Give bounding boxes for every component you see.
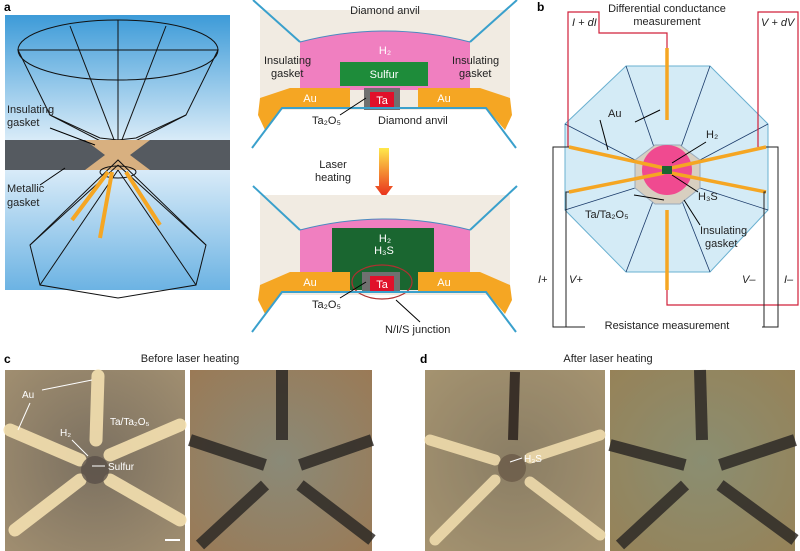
h3s-b-label: H₃S bbox=[698, 191, 718, 203]
gasket-right-label-2: gasket bbox=[459, 68, 491, 80]
photo-h3s-label: H₃S bbox=[524, 454, 542, 465]
photo-before-1 bbox=[3, 369, 187, 551]
diff-conductance-label-2: measurement bbox=[633, 16, 700, 28]
laser-label-2: heating bbox=[315, 172, 351, 184]
cell-before-heating bbox=[251, 0, 518, 149]
au-label: Au bbox=[608, 108, 621, 120]
photo-before-2 bbox=[188, 370, 376, 551]
insulating-gasket-arrow bbox=[49, 127, 96, 146]
electrode-layout-diagram bbox=[552, 11, 799, 328]
nis-junction-label: N/I/S junction bbox=[385, 324, 450, 336]
insulating-gasket-label-2: gasket bbox=[7, 117, 39, 129]
h2-label: H₂ bbox=[379, 45, 391, 57]
junction-arrow bbox=[395, 299, 421, 323]
v-minus-label: V– bbox=[742, 274, 756, 286]
ta-ta2o5-b-label: Ta/Ta₂O₅ bbox=[585, 209, 629, 221]
laser-heating-arrow bbox=[375, 148, 393, 198]
v-dv-label: V + dV bbox=[761, 17, 796, 29]
ta-label: Ta bbox=[376, 95, 389, 107]
diamond-anvil-cell-drawing bbox=[5, 15, 230, 299]
h3s-photo-arrow bbox=[509, 457, 523, 463]
au-arrow-2 bbox=[17, 402, 31, 431]
ta2o5-label: Ta₂O₅ bbox=[312, 115, 341, 127]
ta2o5-arrow bbox=[339, 97, 367, 116]
photo-h2-label: H₂ bbox=[60, 428, 71, 439]
gasket-right-label-1: Insulating bbox=[452, 55, 499, 67]
resistance-measurement-label: Resistance measurement bbox=[605, 320, 730, 332]
panel-label-b: b bbox=[537, 0, 544, 14]
h2-after-label: H₂ bbox=[379, 233, 391, 245]
cell-after-heating bbox=[251, 185, 518, 333]
metallic-gasket-label-1: Metallic bbox=[7, 183, 45, 195]
diamond-anvil-bottom-label: Diamond anvil bbox=[378, 115, 448, 127]
au-left-label: Au bbox=[303, 93, 316, 105]
h2-photo-arrow bbox=[71, 439, 89, 457]
after-heating-title: After laser heating bbox=[563, 353, 652, 365]
panel-label-c: c bbox=[4, 352, 11, 366]
v-plus-label: V+ bbox=[569, 274, 583, 286]
insulating-gasket-b-label-1: Insulating bbox=[700, 225, 747, 237]
insulating-gasket-label-1: Insulating bbox=[7, 104, 54, 116]
gasket-left-label-1: Insulating bbox=[264, 55, 311, 67]
au-arrow bbox=[41, 379, 93, 391]
photo-sulfur-label: Sulfur bbox=[108, 462, 135, 473]
panel-label-a: a bbox=[4, 0, 11, 14]
ta2o5-after-label: Ta₂O₅ bbox=[312, 299, 341, 311]
ta-after-label: Ta bbox=[376, 279, 389, 291]
photo-ta-label: Ta/Ta₂O₅ bbox=[110, 417, 150, 428]
photo-after-2 bbox=[608, 369, 799, 551]
i-plus-label: I+ bbox=[538, 274, 548, 286]
h3s-after-label: H₃S bbox=[374, 245, 394, 257]
au-right-after-label: Au bbox=[437, 277, 450, 289]
insulating-gasket-b-label-2: gasket bbox=[705, 238, 737, 250]
photo-au-label: Au bbox=[22, 390, 34, 401]
ta2o5-after-arrow bbox=[339, 281, 367, 299]
i-di-label: I + dI bbox=[572, 17, 597, 29]
laser-label-1: Laser bbox=[319, 159, 347, 171]
au-right-label: Au bbox=[437, 93, 450, 105]
au-left-after-label: Au bbox=[303, 277, 316, 289]
h2-b-label: H₂ bbox=[706, 129, 718, 141]
gasket-left-label-2: gasket bbox=[271, 68, 303, 80]
panel-label-d: d bbox=[420, 352, 427, 366]
i-minus-label: I– bbox=[784, 274, 794, 286]
metallic-gasket-arrow bbox=[39, 167, 66, 186]
before-heating-title: Before laser heating bbox=[141, 353, 239, 365]
metallic-gasket-label-2: gasket bbox=[7, 197, 39, 209]
diamond-anvil-top-label: Diamond anvil bbox=[350, 5, 420, 17]
sulfur-label: Sulfur bbox=[370, 69, 399, 81]
diff-conductance-label-1: Differential conductance bbox=[608, 3, 726, 15]
